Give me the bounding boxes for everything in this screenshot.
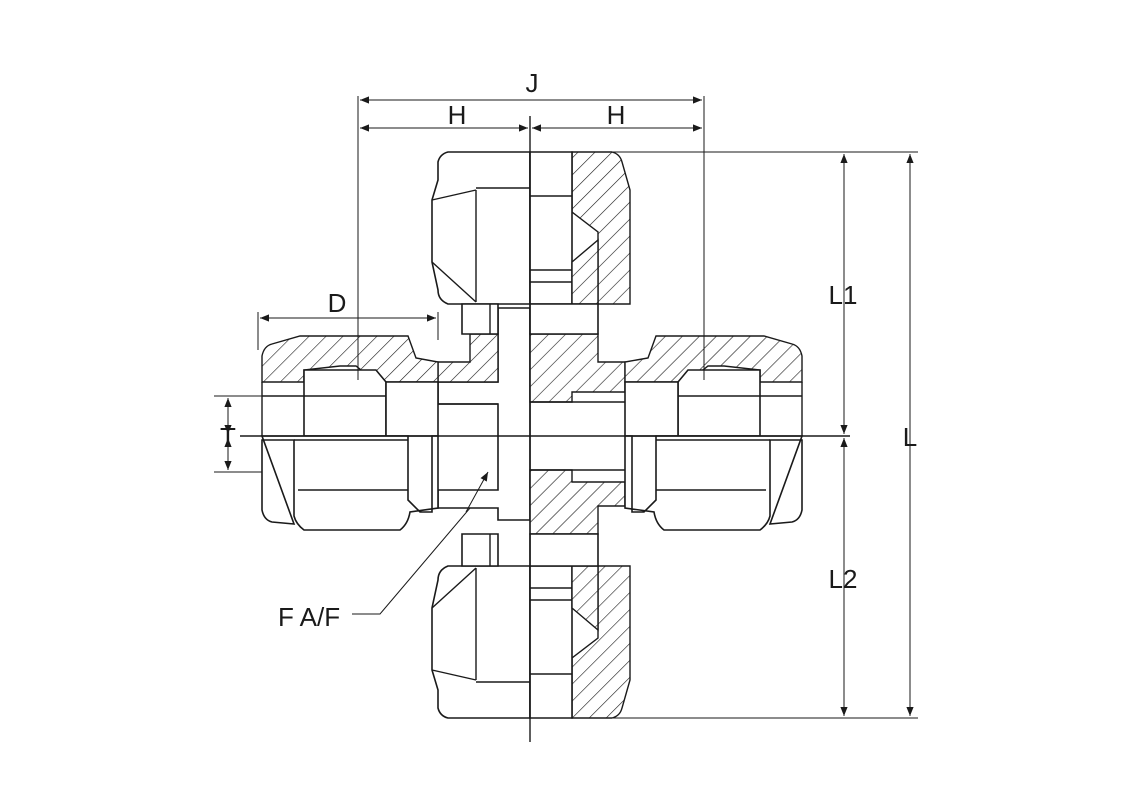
right-nut bbox=[624, 335, 804, 531]
label-j: J bbox=[526, 68, 539, 98]
label-h-left: H bbox=[448, 100, 467, 130]
label-l: L bbox=[903, 422, 917, 452]
dimension-lines bbox=[214, 96, 918, 719]
label-l1: L1 bbox=[829, 280, 858, 310]
label-l2: L2 bbox=[829, 564, 858, 594]
top-nut bbox=[431, 151, 631, 335]
label-f-af: F A/F bbox=[278, 602, 340, 632]
cross-body bbox=[437, 307, 626, 535]
label-t: T bbox=[220, 422, 236, 452]
left-nut bbox=[260, 335, 439, 531]
label-d: D bbox=[328, 288, 347, 318]
label-h-right: H bbox=[607, 100, 626, 130]
center-lines bbox=[240, 116, 850, 742]
bottom-nut bbox=[431, 533, 631, 719]
